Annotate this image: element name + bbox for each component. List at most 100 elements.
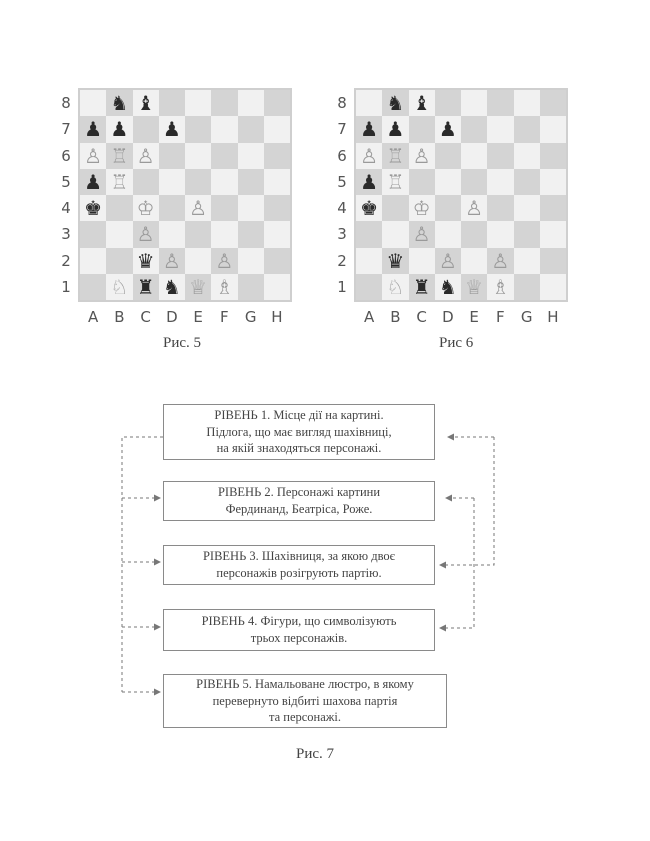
rank-label: 8 — [337, 94, 347, 113]
rank-label: 7 — [61, 120, 71, 139]
square-a2 — [80, 247, 107, 274]
square-f3 — [211, 221, 238, 248]
square-d2: ♙ — [158, 247, 185, 274]
chess-piece-e4: ♙ — [189, 196, 208, 221]
square-f8 — [211, 90, 238, 117]
square-g5 — [513, 168, 540, 195]
square-h1 — [263, 273, 290, 300]
square-b7: ♟ — [106, 116, 133, 143]
square-f6 — [211, 142, 238, 169]
square-f8 — [487, 90, 514, 117]
rank-label: 3 — [337, 225, 347, 244]
square-a7: ♟ — [356, 116, 383, 143]
square-a4: ♚ — [356, 195, 383, 222]
square-d3 — [158, 221, 185, 248]
square-f6 — [487, 142, 514, 169]
chess-piece-f2: ♙ — [491, 248, 510, 273]
rank-label: 8 — [61, 94, 71, 113]
square-a6: ♙ — [80, 142, 107, 169]
rank-label: 6 — [61, 146, 71, 165]
square-h3 — [263, 221, 290, 248]
square-f4 — [211, 195, 238, 222]
chess-piece-f2: ♙ — [215, 248, 234, 273]
square-h5 — [539, 168, 566, 195]
square-f1: ♗ — [487, 273, 514, 300]
chess-piece-a4: ♚ — [84, 196, 103, 221]
square-a3 — [356, 221, 383, 248]
figure-7-caption: Рис. 7 — [296, 746, 335, 762]
square-c8: ♝ — [132, 90, 159, 117]
square-e7 — [185, 116, 212, 143]
rank-label: 5 — [61, 172, 71, 191]
square-g1 — [237, 273, 264, 300]
square-a4: ♚ — [80, 195, 107, 222]
square-a8 — [80, 90, 107, 117]
square-b5: ♖ — [382, 168, 409, 195]
square-f7 — [487, 116, 514, 143]
square-d6 — [434, 142, 461, 169]
square-f5 — [487, 168, 514, 195]
chess-piece-c2: ♛ — [136, 248, 155, 273]
square-c7 — [408, 116, 435, 143]
square-h6 — [539, 142, 566, 169]
square-d7: ♟ — [158, 116, 185, 143]
chess-piece-c8: ♝ — [136, 91, 155, 116]
square-f2: ♙ — [487, 247, 514, 274]
chess-piece-a7: ♟ — [84, 117, 103, 142]
square-e4: ♙ — [461, 195, 488, 222]
chess-piece-f1: ♗ — [215, 274, 234, 299]
square-f7 — [211, 116, 238, 143]
file-label: F — [220, 308, 229, 326]
square-b1: ♘ — [382, 273, 409, 300]
file-label: B — [390, 308, 401, 326]
square-c5 — [132, 168, 159, 195]
square-d8 — [158, 90, 185, 117]
file-label: D — [166, 308, 178, 326]
rank-label: 4 — [61, 199, 71, 218]
file-label: G — [520, 308, 533, 326]
square-a3 — [80, 221, 107, 248]
square-g2 — [237, 247, 264, 274]
square-e1: ♕ — [461, 273, 488, 300]
square-e6 — [185, 142, 212, 169]
chess-piece-d2: ♙ — [438, 248, 457, 273]
square-g7 — [513, 116, 540, 143]
square-g2 — [513, 247, 540, 274]
square-c4: ♔ — [408, 195, 435, 222]
chessboard-5-grid: ♞♝♟♟♟♙♖♙♟♖♚♔♙♙♛♙♙♘♜♞♕♗ — [80, 90, 290, 300]
square-b6: ♖ — [382, 142, 409, 169]
square-e8 — [461, 90, 488, 117]
chess-piece-d2: ♙ — [162, 248, 181, 273]
file-label: E — [469, 308, 479, 326]
square-d2: ♙ — [434, 247, 461, 274]
square-f3 — [487, 221, 514, 248]
rank-label: 6 — [337, 146, 347, 165]
square-e5 — [461, 168, 488, 195]
chess-piece-c1: ♜ — [136, 274, 155, 299]
square-b8: ♞ — [106, 90, 133, 117]
square-b7: ♟ — [382, 116, 409, 143]
chess-piece-e1: ♕ — [465, 274, 484, 299]
square-c8: ♝ — [408, 90, 435, 117]
square-e3 — [461, 221, 488, 248]
square-a7: ♟ — [80, 116, 107, 143]
square-e4: ♙ — [185, 195, 212, 222]
file-label: B — [114, 308, 125, 326]
file-label: F — [496, 308, 505, 326]
square-d3 — [434, 221, 461, 248]
square-g5 — [237, 168, 264, 195]
chess-piece-c4: ♔ — [136, 196, 155, 221]
square-g8 — [513, 90, 540, 117]
square-a1 — [80, 273, 107, 300]
square-a2 — [356, 247, 383, 274]
chess-piece-c6: ♙ — [412, 143, 431, 168]
chess-piece-d1: ♞ — [162, 274, 181, 299]
square-f4 — [487, 195, 514, 222]
chess-piece-b1: ♘ — [110, 274, 129, 299]
chess-piece-b6: ♖ — [110, 143, 129, 168]
chess-piece-b7: ♟ — [110, 117, 129, 142]
file-label: H — [547, 308, 559, 326]
chessboard-6-grid: ♞♝♟♟♟♙♖♙♟♖♚♔♙♙♛♙♙♘♜♞♕♗ — [356, 90, 566, 300]
square-b5: ♖ — [106, 168, 133, 195]
